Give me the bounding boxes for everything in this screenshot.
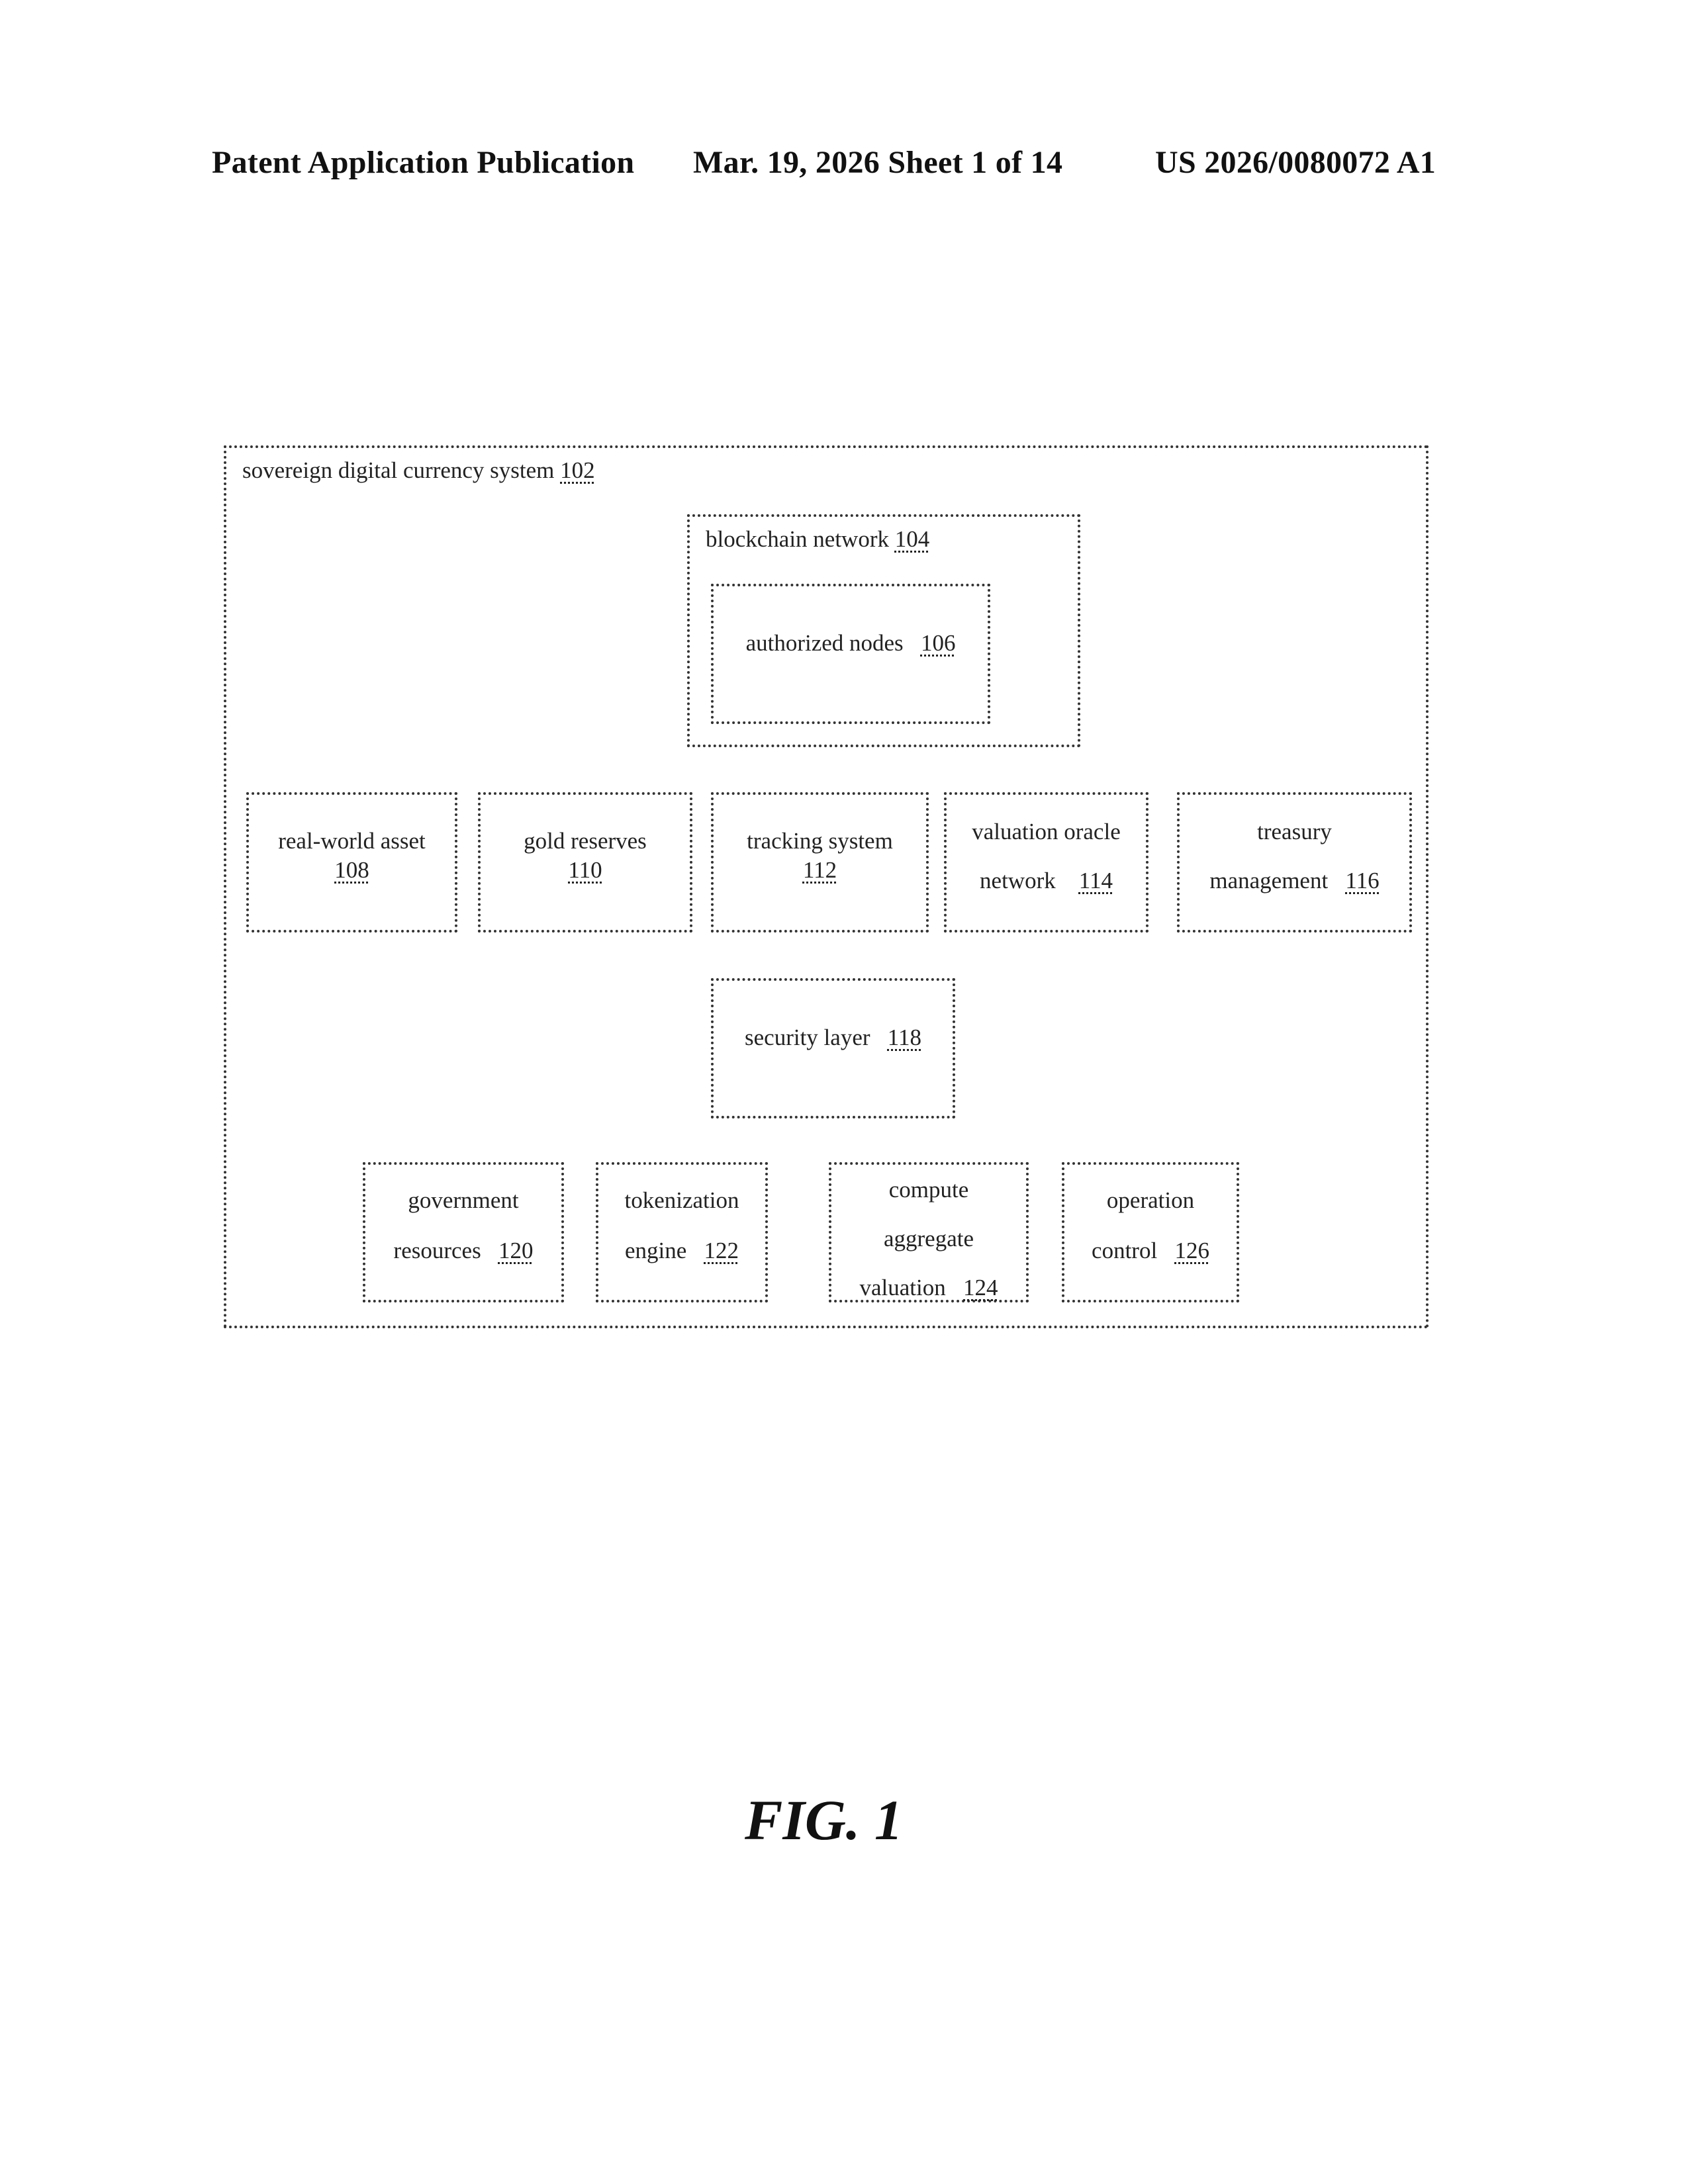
real-world-asset-box: real-world asset 108 (246, 792, 457, 933)
gold-reserves-text: gold reserves (481, 828, 690, 854)
valuation-oracle-line2: network 114 (947, 868, 1146, 894)
operation-line2: control 126 (1064, 1238, 1237, 1264)
security-layer-label: security layer 118 (714, 1024, 953, 1051)
tokenization-line1: tokenization (598, 1187, 765, 1214)
gold-reserves-box: gold reserves 110 (478, 792, 692, 933)
treasury-line2: management 116 (1180, 868, 1409, 894)
treasury-line2-text: management (1209, 868, 1328, 893)
publication-label: Patent Application Publication (212, 144, 634, 181)
government-ref: 120 (498, 1238, 534, 1263)
compute-line3-text: valuation (860, 1275, 946, 1300)
tracking-system-ref-line: 112 (714, 857, 926, 884)
authorized-nodes-ref: 106 (921, 630, 956, 656)
tokenization-engine-box: tokenization engine 122 (596, 1162, 768, 1302)
system-label: sovereign digital currency system 102 (242, 457, 595, 484)
government-line2: resources 120 (365, 1238, 561, 1264)
tokenization-line2: engine 122 (598, 1238, 765, 1264)
authorized-nodes-text: authorized nodes (746, 630, 904, 656)
gold-reserves-ref-line: 110 (481, 857, 690, 884)
government-line2-text: resources (394, 1238, 481, 1263)
valuation-oracle-line1: valuation oracle (947, 819, 1146, 845)
security-layer-text: security layer (745, 1024, 870, 1050)
compute-line1: compute (831, 1177, 1026, 1203)
blockchain-ref: 104 (895, 526, 930, 552)
date-sheet-label: Mar. 19, 2026 Sheet 1 of 14 (693, 144, 1062, 181)
valuation-oracle-box: valuation oracle network 114 (944, 792, 1149, 933)
blockchain-label: blockchain network 104 (706, 526, 929, 553)
operation-ref: 126 (1174, 1238, 1209, 1263)
government-resources-box: government resources 120 (363, 1162, 564, 1302)
compute-aggregate-valuation-box: compute aggregate valuation 124 (829, 1162, 1029, 1302)
treasury-ref: 116 (1345, 868, 1379, 893)
publication-number: US 2026/0080072 A1 (1155, 144, 1436, 181)
valuation-oracle-line2-text: network (980, 868, 1056, 893)
valuation-oracle-ref: 114 (1079, 868, 1113, 893)
tracking-system-box: tracking system 112 (711, 792, 929, 933)
gold-reserves-ref: 110 (568, 857, 602, 883)
operation-line2-text: control (1092, 1238, 1157, 1263)
compute-line2: aggregate (831, 1226, 1026, 1252)
authorized-nodes-label: authorized nodes 106 (714, 630, 988, 657)
real-world-asset-text: real-world asset (249, 828, 455, 854)
treasury-line1: treasury (1180, 819, 1409, 845)
operation-control-box: operation control 126 (1062, 1162, 1239, 1302)
security-layer-box: security layer 118 (711, 978, 955, 1118)
system-label-text: sovereign digital currency system (242, 457, 554, 483)
treasury-management-box: treasury management 116 (1177, 792, 1412, 933)
blockchain-label-text: blockchain network (706, 526, 889, 552)
figure-label: FIG. 1 (745, 1787, 903, 1853)
tracking-system-ref: 112 (803, 857, 837, 883)
government-line1: government (365, 1187, 561, 1214)
tokenization-line2-text: engine (625, 1238, 686, 1263)
operation-line1: operation (1064, 1187, 1237, 1214)
authorized-nodes-box: authorized nodes 106 (711, 584, 990, 724)
real-world-asset-ref: 108 (334, 857, 369, 883)
security-layer-ref: 118 (888, 1024, 921, 1050)
tokenization-ref: 122 (704, 1238, 739, 1263)
tracking-system-text: tracking system (714, 828, 926, 854)
real-world-asset-ref-line: 108 (249, 857, 455, 884)
system-ref: 102 (560, 457, 595, 483)
compute-ref: 124 (963, 1275, 998, 1300)
compute-line3: valuation 124 (831, 1275, 1026, 1301)
